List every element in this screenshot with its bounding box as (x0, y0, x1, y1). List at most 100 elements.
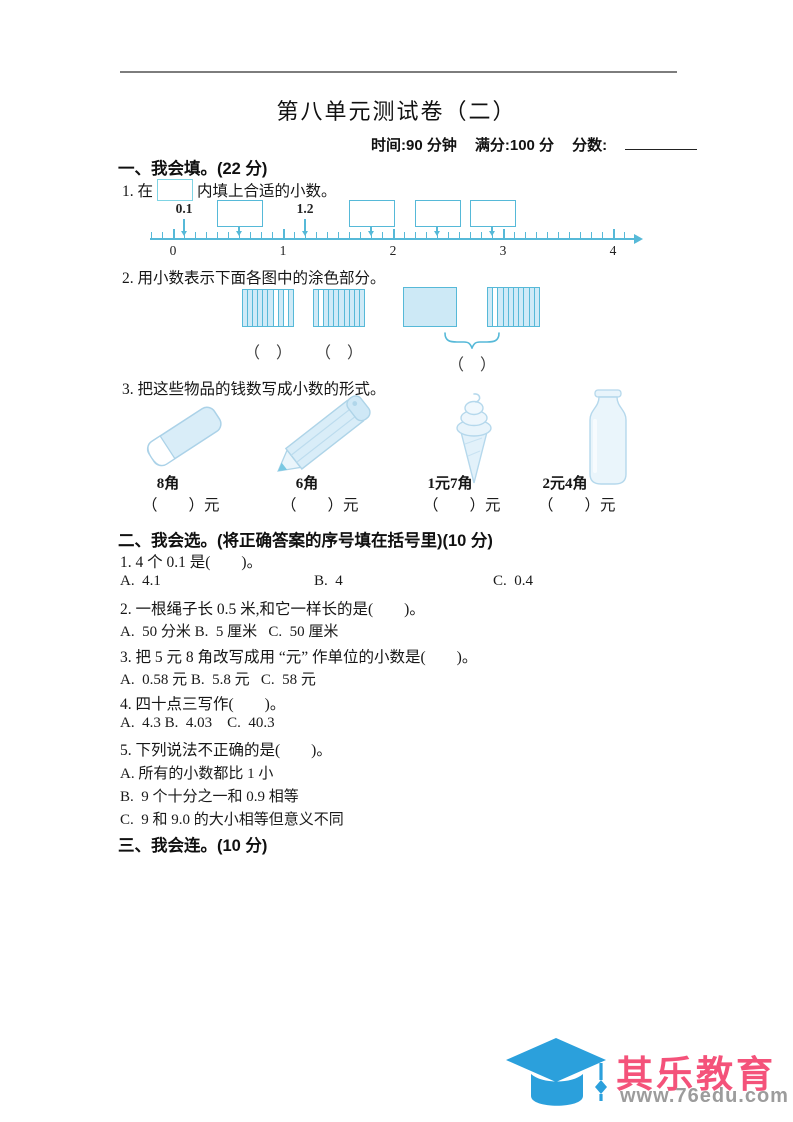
tick (272, 232, 273, 238)
group-brace (444, 332, 500, 349)
tick (591, 232, 592, 238)
tick (173, 229, 175, 238)
tick (151, 232, 152, 238)
tick (393, 229, 395, 238)
grid-column (273, 290, 279, 326)
grid-column (258, 290, 264, 326)
tick (261, 232, 262, 238)
number-line-axis (150, 238, 636, 240)
tick (360, 232, 361, 238)
mc-q4-text: 4. 四十点三写作( )。 (120, 696, 286, 713)
grid-column (529, 288, 535, 326)
number-line-answer-box (349, 200, 395, 227)
grid-column (508, 288, 515, 326)
mc-q3-options: A. 0.58 元 B. 5.8 元 C. 58 元 (120, 672, 316, 688)
price-label-milk-bottle: 2元4角 (542, 476, 588, 492)
grid-column (339, 290, 345, 326)
grid-column (359, 290, 364, 326)
mc-q5-option-a: A. 所有的小数都比 1 小 (120, 766, 274, 782)
mc-q5-text: 5. 下列说法不正确的是( )。 (120, 742, 332, 759)
tick (426, 232, 427, 238)
tenths-grid-2 (313, 289, 365, 327)
grid-column (288, 290, 293, 326)
tenths-grid-3 (487, 287, 540, 327)
box-arrow-stem (370, 227, 372, 231)
grid-column (319, 290, 325, 326)
q1-text-suffix: 内填上合适的小数。 (197, 183, 337, 200)
grid-column (344, 290, 350, 326)
tick (349, 232, 350, 238)
ice-cream-icon (442, 386, 506, 491)
box-arrow-stem (491, 227, 493, 231)
time-label: 时间:90 分钟 (371, 137, 457, 154)
point-label: 0.1 (175, 201, 193, 216)
mc-q1-option-c: C. 0.4 (493, 573, 534, 589)
tick (569, 232, 570, 238)
grid-column (534, 288, 540, 326)
tenths-grid-1 (242, 289, 294, 327)
section-one-heading: 一、我会填。(22 分) (118, 160, 268, 178)
grid-column (503, 288, 509, 326)
full-score-label: 满分:100 分 (474, 137, 555, 154)
tick (404, 232, 405, 238)
tick (580, 232, 581, 238)
price-label-ice-cream: 1元7角 (427, 476, 473, 492)
box-arrow-arrowhead (488, 231, 495, 236)
mc-q3-text: 3. 把 5 元 8 角改写成用 “元” 作单位的小数是( )。 (120, 649, 478, 666)
q3-blank-milk-bottle: （ ）元 (538, 497, 616, 514)
grid-column (243, 290, 249, 326)
number-line-answer-box (470, 200, 516, 227)
tick (558, 232, 559, 238)
eraser-icon (136, 398, 232, 479)
mc-q5-option-c: C. 9 和 9.0 的大小相等但意义不同 (120, 812, 344, 828)
point-arrow-arrowhead (180, 231, 187, 236)
grid-column (354, 290, 360, 326)
grid-column (514, 288, 520, 326)
tick (602, 232, 603, 238)
grid-column (334, 290, 340, 326)
number-line-arrowhead (634, 234, 643, 244)
grid-column (278, 290, 284, 326)
tick (503, 229, 505, 238)
q2-group-blank: （ ） (447, 357, 497, 374)
axis-number-label: 3 (499, 243, 507, 258)
q1-text-prefix: 1. 在 (122, 183, 154, 200)
pencil-icon (262, 388, 384, 489)
axis-number-label: 2 (389, 243, 397, 258)
grid-column (329, 290, 335, 326)
tick (382, 232, 383, 238)
tick (624, 232, 625, 238)
grid-column (488, 288, 494, 326)
q1-text: 1. 在 内填上合适的小数。 (122, 179, 337, 201)
box-arrow-stem (238, 227, 240, 231)
q3-text: 3. 把这些物品的钱数写成小数的形式。 (122, 381, 386, 398)
tick (195, 232, 196, 238)
exam-info-line: 时间:90 分钟满分:100 分分数: (371, 134, 698, 155)
tick (327, 232, 328, 238)
point-arrow-arrowhead (301, 231, 308, 236)
tick (514, 232, 515, 238)
mc-q2-text: 2. 一根绳子长 0.5 米,和它一样长的是( )。 (120, 601, 425, 618)
grid-column (253, 290, 259, 326)
tick (536, 232, 537, 238)
tick (294, 232, 295, 238)
tick (613, 229, 615, 238)
tick (470, 232, 471, 238)
q3-blank-pencil: （ ）元 (281, 497, 359, 514)
box-arrow-arrowhead (433, 231, 440, 236)
section-three-heading: 三、我会连。(10 分) (118, 837, 268, 855)
grid-column (519, 288, 525, 326)
q2-blank-2: （ ） (314, 345, 364, 362)
mc-q1-option-b: B. 4 (314, 573, 343, 589)
grid-column (263, 290, 269, 326)
brand-name: 其乐教育 (616, 1054, 776, 1095)
tick (481, 232, 482, 238)
grid-column (248, 290, 254, 326)
box-arrow-arrowhead (367, 231, 374, 236)
mc-q1-option-a: A. 4.1 (120, 573, 161, 589)
tick (250, 232, 251, 238)
tick (415, 232, 416, 238)
tick (448, 232, 449, 238)
page-title: 第八单元测试卷（二） (276, 99, 517, 124)
grid-column (498, 288, 504, 326)
